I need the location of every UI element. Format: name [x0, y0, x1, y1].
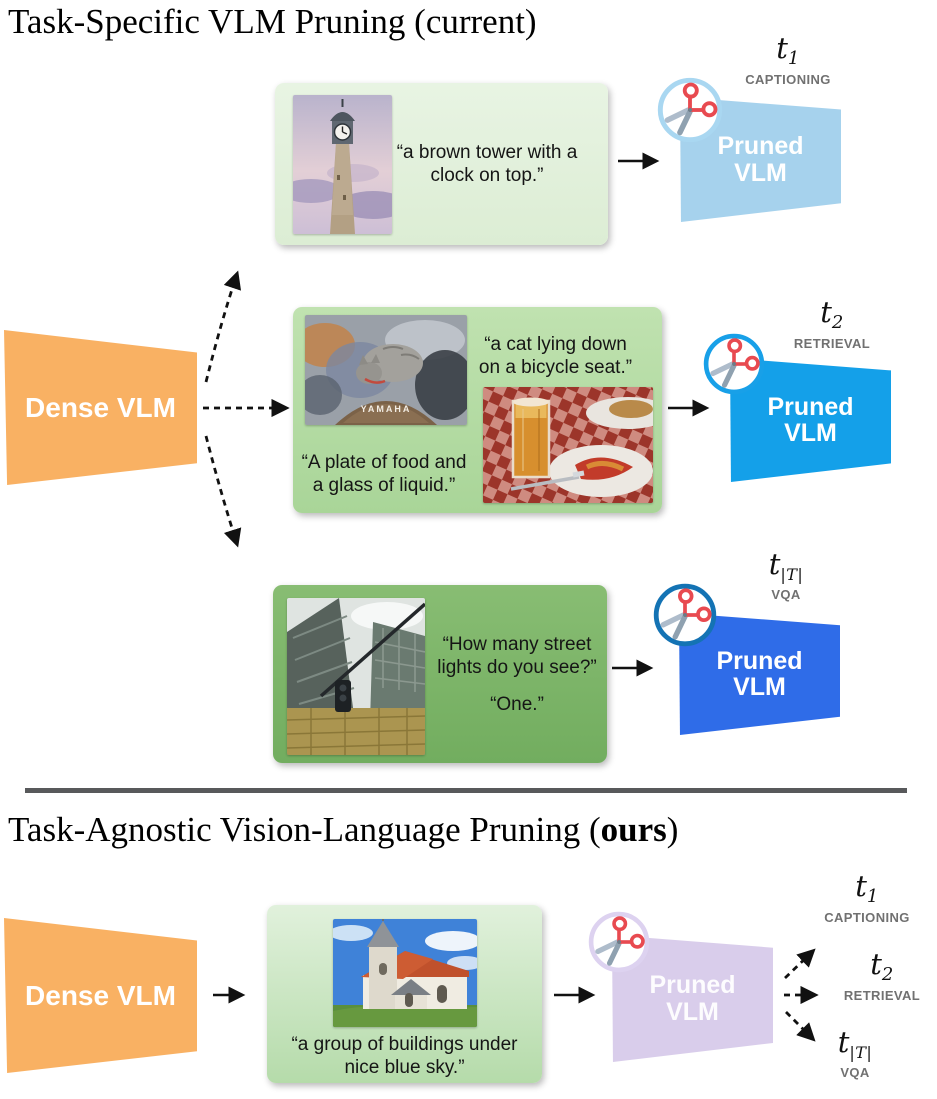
vqa-answer: “One.” [490, 694, 544, 715]
retrieval-caption-b: “A plate of food and a glass of liquid.” [301, 452, 467, 497]
pruned-vlm-label: Pruned VLM [717, 132, 804, 187]
retrieval-caption-a: “a cat lying down on a bicycle seat.” [478, 334, 633, 379]
vqa-example-card: “How many street lights do you see?” “On… [273, 585, 607, 763]
task-symbol: t2 [870, 947, 894, 985]
church-photo [333, 919, 477, 1027]
captioning-caption: “a brown tower with a clock on top.” [396, 142, 578, 187]
dense-vlm-ours: Dense VLM [4, 918, 197, 1073]
scissors-icon [657, 77, 723, 143]
solid-arrows [213, 152, 710, 1004]
pruned-vlm-label: Pruned VLM [767, 392, 854, 447]
task-symbol: t|T| [837, 1025, 873, 1062]
yamaha-label: YAMAHA [361, 404, 412, 414]
ours-task-label-vqa: t|T| VQA [785, 1025, 925, 1081]
task-label-vqa: t|T| VQA [716, 547, 856, 603]
scissors-icon [703, 333, 765, 395]
dense-vlm-current: Dense VLM [4, 330, 197, 485]
cat-on-motorcycle-photo: YAMAHA [305, 315, 467, 425]
pruned-vlm-ours: Pruned VLM [612, 935, 773, 1062]
clock-tower-photo [293, 95, 392, 234]
task-name: VQA [840, 1065, 870, 1080]
retrieval-example-card: YAMAHA “a cat lying down on a bicycle se… [293, 307, 662, 513]
section-title-current: Task-Specific VLM Pruning (current) [8, 2, 537, 41]
dashed-arrow-up [204, 270, 242, 383]
title-suffix: ) [666, 810, 679, 849]
ours-task-label-retrieval: t2 RETRIEVAL [812, 947, 937, 1004]
task-name: CAPTIONING [824, 910, 910, 925]
task-label-retrieval: t2 RETRIEVAL [762, 295, 902, 352]
ours-caption: “a group of buildings under nice blue sk… [291, 1034, 518, 1079]
scissors-icon [653, 583, 717, 647]
task-name: RETRIEVAL [793, 336, 871, 351]
section-title-ours: Task-Agnostic Vision-Language Pruning (o… [8, 810, 678, 850]
pruned-vlm-captioning: Pruned VLM [680, 97, 841, 222]
dashed-arrow-down [204, 435, 242, 548]
scissors-icon [588, 911, 650, 973]
dense-vlm-label: Dense VLM [25, 979, 176, 1011]
dashed-arrow-ours-captioning [784, 948, 816, 980]
ours-example-card: “a group of buildings under nice blue sk… [267, 905, 542, 1083]
pruned-vlm-label: Pruned VLM [649, 971, 736, 1026]
task-symbol: t|T| [768, 547, 804, 584]
task-name: CAPTIONING [745, 72, 831, 87]
task-label-captioning: t1 CAPTIONING [718, 31, 858, 88]
pruned-vlm-label: Pruned VLM [716, 646, 803, 701]
skyscrapers-photo [287, 598, 425, 755]
captioning-example-card: “a brown tower with a clock on top.” [275, 83, 608, 245]
ours-task-label-captioning: t1 CAPTIONING [797, 869, 937, 926]
title-emph: ours [600, 810, 667, 849]
section-divider [25, 788, 907, 793]
task-symbol: t2 [820, 295, 844, 333]
dense-vlm-label: Dense VLM [25, 391, 176, 423]
task-symbol: t1 [776, 31, 800, 69]
task-name: RETRIEVAL [843, 988, 921, 1003]
vqa-question: “How many street lights do you see?” [437, 634, 597, 679]
title-prefix: Task-Agnostic Vision-Language Pruning ( [8, 810, 601, 849]
task-name: VQA [771, 587, 801, 602]
task-symbol: t1 [855, 869, 879, 907]
food-and-drink-photo [483, 387, 653, 503]
